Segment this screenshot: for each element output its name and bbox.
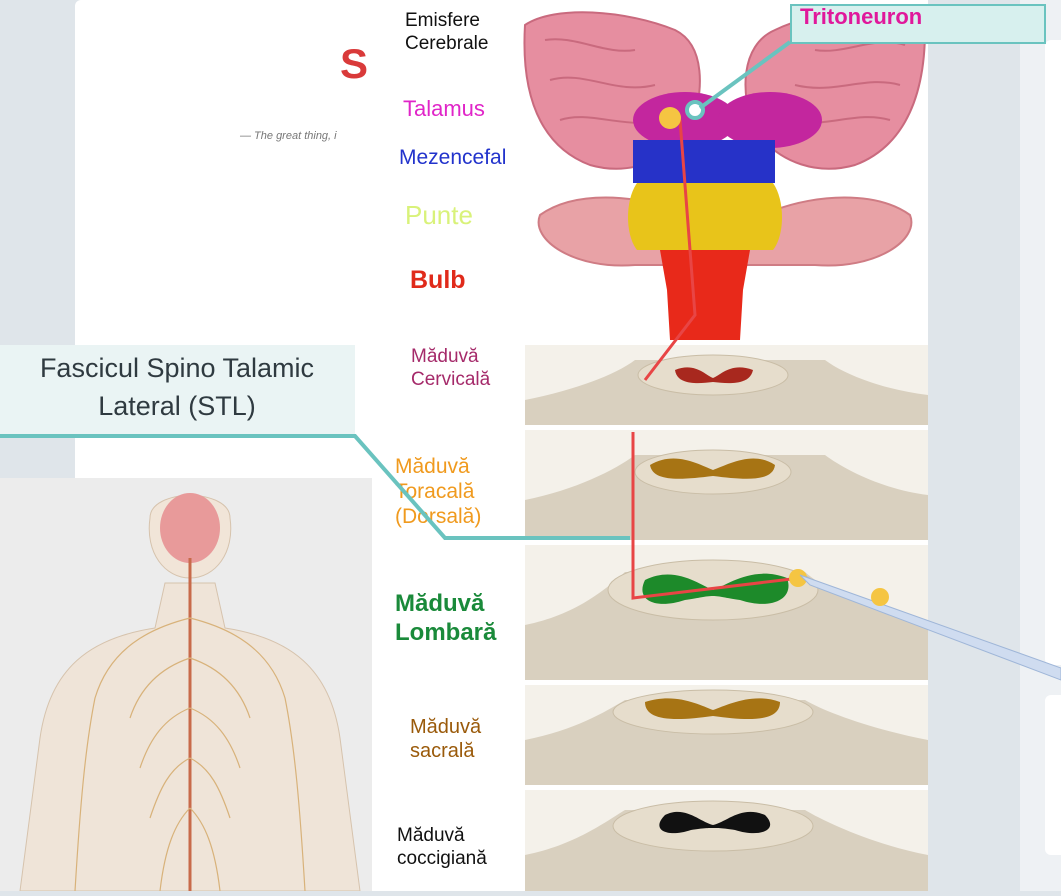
body-figure-art xyxy=(19,493,361,892)
mezencefal-region xyxy=(633,140,775,183)
spinothalamic-pathway xyxy=(631,119,801,600)
right-panel-card xyxy=(1045,695,1061,855)
segment-label-talamus: Talamus xyxy=(403,96,485,121)
neuron-callout-box xyxy=(790,4,1046,44)
tract-callout-box xyxy=(0,345,355,437)
segment-label-toracala: Măduvă Toracală (Dorsală) xyxy=(395,454,481,530)
segment-label-mezencefal: Mezencefal xyxy=(399,146,507,169)
segment-label-sacrala: Măduvă sacrală xyxy=(410,715,481,763)
segment-label-coccigiana: Măduvă coccigiană xyxy=(397,825,487,871)
lumbar-section xyxy=(525,545,928,680)
segment-label-line: Cervicală xyxy=(411,368,491,390)
tritoneuron-marker xyxy=(685,100,705,120)
thoracic-section xyxy=(525,430,928,540)
segment-label-line: Toracală xyxy=(395,480,475,504)
segment-label-line: sacrală xyxy=(410,740,475,762)
segment-label-line: Măduvă xyxy=(411,346,479,367)
face-marker-icon xyxy=(789,569,807,587)
right-panel-card xyxy=(1045,40,1061,665)
bulb-region xyxy=(660,250,750,340)
neuron-callout-label: Tritoneuron xyxy=(800,4,923,29)
segment-label-line: Cerebrale xyxy=(405,32,489,54)
neuro-diagram-panel: Emisfere Cerebrale Talamus Mezencefal Pu… xyxy=(375,0,928,891)
segment-label-line: Măduvă xyxy=(410,716,482,738)
segment-label-punte: Punte xyxy=(405,200,473,230)
cervical-section xyxy=(525,345,928,425)
tract-callout-line: Fascicul Spino Talamic xyxy=(39,353,315,383)
segment-label-line: (Dorsală) xyxy=(395,505,482,529)
tract-callout-line: Lateral (STL) xyxy=(98,390,256,421)
coccygeal-section xyxy=(525,790,928,891)
segment-label-line: coccigiană xyxy=(397,847,487,869)
segment-label-cervicala: Măduvă Cervicală xyxy=(411,346,490,392)
segment-label-line: Lombară xyxy=(395,618,497,646)
segment-label-bulb: Bulb xyxy=(410,266,466,294)
segment-label-lombara: Măduvă Lombară xyxy=(395,590,496,648)
punte-region xyxy=(628,183,782,250)
background-page-quote: — The great thing, i xyxy=(240,130,337,142)
segment-label-line: Măduvă xyxy=(395,590,485,617)
face-marker-icon xyxy=(659,107,681,129)
sacral-section xyxy=(525,685,928,785)
nervous-system-figure xyxy=(0,478,372,892)
segment-label-emisfere: Emisfere Cerebrale xyxy=(405,10,488,56)
segment-label-line: Măduvă xyxy=(397,825,465,846)
segment-label-line: Emisfere xyxy=(405,10,480,31)
segment-label-line: Măduvă xyxy=(395,455,470,478)
background-page-title: S xyxy=(340,40,369,87)
tract-callout-label: Fascicul Spino Talamic Lateral (STL) xyxy=(12,350,342,426)
